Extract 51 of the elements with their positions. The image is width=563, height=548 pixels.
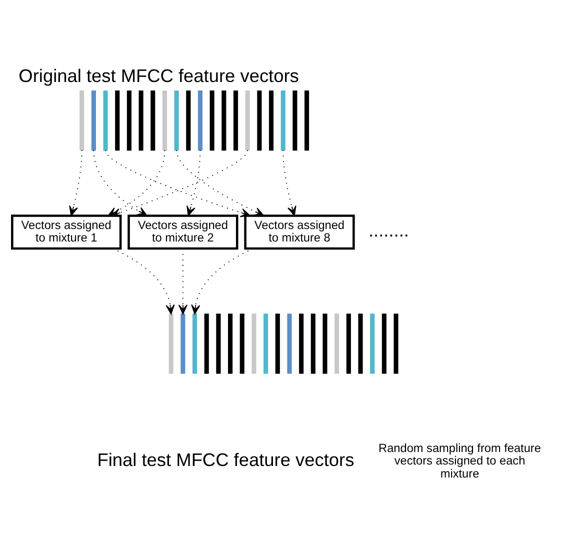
node-bar [280,90,286,151]
node-bar [222,90,226,151]
caption: Final test MFCC feature vectors [97,450,354,470]
node-box: Vectors assigned to mixture 2 [128,214,238,250]
node-bar [382,314,386,374]
node-bar [115,90,120,151]
node-bar [186,90,191,151]
node-bar [233,90,238,151]
node-box: Vectors assigned to mixture 1 [11,214,122,250]
node-bar [162,90,167,151]
node-bar [168,314,174,374]
node-bar [257,90,262,151]
arrow [176,150,264,216]
node-bar [180,314,186,374]
node-bar [334,314,340,374]
node-bar [150,90,156,151]
node-bar [292,90,298,151]
node-bar [80,90,84,151]
arrow [69,150,82,216]
label: ........ [368,220,409,241]
node-bar [370,314,375,374]
node-bar [322,314,328,374]
arrow [282,150,296,216]
node-bar [287,314,292,374]
node-bar [299,314,304,374]
node-bar [126,90,132,151]
node-bar [275,314,280,374]
node-bar [310,314,316,374]
node-bar [91,90,96,151]
node-bar [138,90,144,151]
node-box: Vectors assigned to mixture 8 [244,214,355,250]
node-bar [103,90,108,151]
node-bar [346,314,351,374]
node-bar [228,314,233,374]
node-bar [264,314,268,374]
node-bar [304,90,310,151]
node-bar [210,90,214,151]
node-bar [174,90,179,151]
node-bar [268,90,274,151]
node-bar [358,314,363,374]
node-bar [394,314,398,374]
node-bar [216,314,221,374]
node-bar [252,314,256,374]
node-bar [192,314,198,374]
node-bar [198,90,202,151]
diagram-title: Original test MFCC feature vectors [18,66,299,86]
arrow [186,150,201,216]
label: Random sampling from feature vectors assigned to each mixture [378,440,541,480]
node-bar [204,314,209,374]
node-bar [245,90,250,151]
node-bar [240,314,244,374]
